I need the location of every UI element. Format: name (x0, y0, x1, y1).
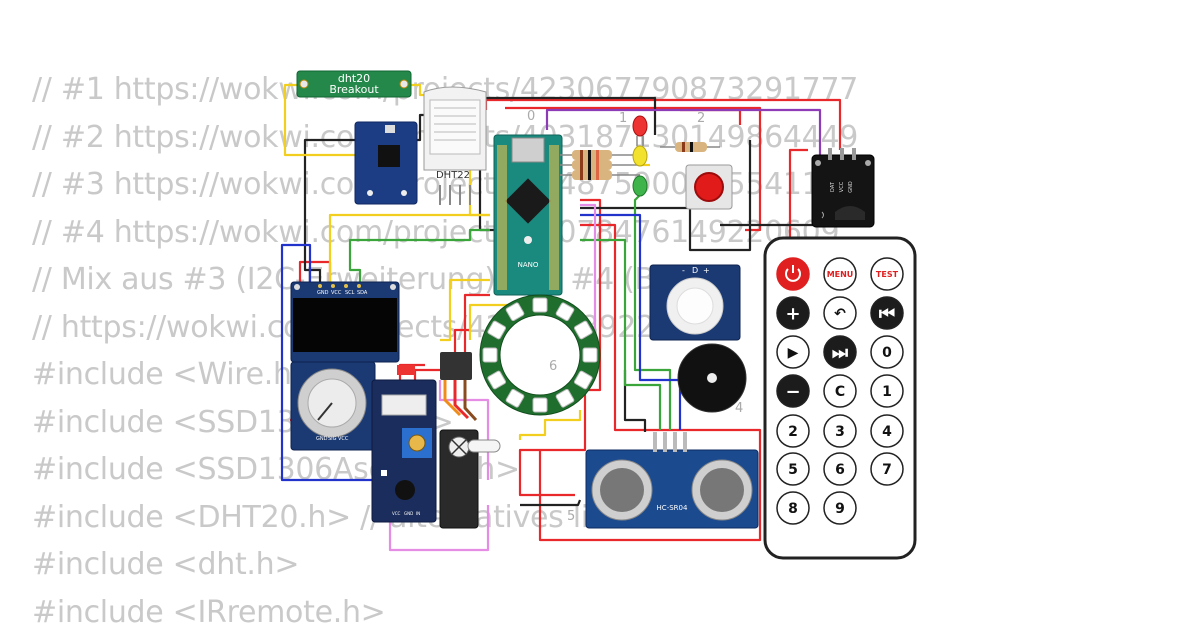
relay-pin-label: GND (404, 511, 413, 516)
push-button[interactable] (686, 165, 732, 209)
relay-pin-label: IN (416, 511, 420, 516)
pir-motion-sensor[interactable]: - D + (650, 265, 740, 340)
mpu6050-module[interactable] (355, 122, 417, 204)
one-button[interactable]: 1 (871, 375, 903, 407)
ir-pin-label: GND (848, 181, 854, 193)
play-button[interactable]: ▶ (777, 336, 809, 368)
zero-button[interactable]: 0 (871, 336, 903, 368)
plus-button[interactable]: + (777, 297, 809, 329)
minus-button[interactable]: − (777, 375, 809, 407)
led-red[interactable] (633, 116, 647, 146)
resistor[interactable] (560, 150, 640, 160)
two-button-label: 2 (788, 424, 798, 440)
next-button[interactable]: ⏭ (824, 336, 856, 368)
power-button-circle (777, 258, 809, 290)
dht20-breakout[interactable]: dht20 Breakout (297, 71, 411, 97)
wire-green (350, 230, 490, 282)
seven-button-label: 7 (882, 462, 892, 478)
back-button-label: ↶ (834, 306, 846, 322)
four-button[interactable]: 4 (871, 415, 903, 447)
wire-red (680, 110, 740, 125)
ir-remote[interactable]: MENU TEST + ↶ ⏮ ▶ ⏭ 0 − C 1 2 3 4 5 6 7 8 9 (765, 238, 915, 558)
ir-receiver[interactable]: DAT VCC GND (812, 148, 874, 227)
seven-button[interactable]: 7 (871, 453, 903, 485)
arduino-nano-board[interactable]: NANO (494, 135, 562, 295)
wire-black (305, 140, 360, 282)
five-button[interactable]: 5 (777, 453, 809, 485)
board-label: NANO (518, 261, 539, 269)
pir-pin-label: - (682, 266, 685, 275)
eight-button[interactable]: 8 (777, 492, 809, 524)
neopixel-led (483, 348, 497, 362)
dht22-sensor[interactable]: DHT22 (424, 87, 486, 205)
two-button[interactable]: 2 (777, 415, 809, 447)
pin-number-0: 0 (527, 109, 535, 124)
eight-button-label: 8 (788, 501, 798, 517)
pot-pin-label: VCC (338, 436, 349, 442)
six-button-label: 6 (835, 462, 845, 478)
pir-pin-label: + (703, 266, 710, 275)
menu-button[interactable]: MENU (824, 258, 856, 290)
led-green[interactable] (633, 176, 647, 196)
oled-pin-label: SDA (357, 290, 368, 296)
test-button-label: TEST (876, 270, 899, 279)
oled-pin-label: SCL (345, 290, 355, 296)
ir-pin-label: VCC (839, 181, 845, 192)
ultrasonic-sensor[interactable]: HC-SR04 (586, 432, 758, 528)
four-button-label: 4 (882, 424, 892, 440)
wire-black (520, 500, 580, 505)
nine-button[interactable]: 9 (824, 492, 856, 524)
nine-button-label: 9 (835, 501, 845, 517)
pin-number-4: 4 (735, 401, 743, 416)
play-button-label: ▶ (788, 345, 799, 361)
plus-button-label: + (785, 303, 800, 324)
neopixel-led (533, 298, 547, 312)
potentiometer[interactable]: GND SIG VCC (291, 362, 375, 450)
six-button[interactable]: 6 (824, 453, 856, 485)
c-button-label: C (835, 384, 845, 400)
prev-button-label: ⏮ (879, 303, 895, 324)
relay-pin-label: VCC (392, 511, 401, 516)
ultrasonic-label: HC-SR04 (657, 504, 688, 512)
dht20-sublabel: Breakout (329, 83, 379, 96)
back-button[interactable]: ↶ (824, 297, 856, 329)
led-yellow[interactable] (633, 146, 647, 166)
three-button[interactable]: 3 (824, 415, 856, 447)
pin-number-2: 2 (697, 111, 705, 126)
neopixel-led (583, 348, 597, 362)
pin-number-6: 6 (549, 359, 557, 374)
oled-pin-label: VCC (331, 290, 342, 296)
pot-pin-label: GND (316, 436, 328, 442)
one-button-label: 1 (882, 384, 892, 400)
pin-number-1: 1 (619, 111, 627, 126)
remote-button-grid: MENU TEST + ↶ ⏮ ▶ ⏭ 0 − C 1 2 3 4 5 6 7 8 9 (777, 258, 903, 524)
c-button[interactable]: C (824, 375, 856, 407)
oled-pin-label: GND (317, 290, 329, 296)
neopixel-led (533, 398, 547, 412)
relay-module[interactable]: VCC GND IN (372, 365, 436, 522)
power-button[interactable] (777, 258, 809, 290)
menu-button-label: MENU (827, 270, 854, 279)
pir-pin-label: D (692, 266, 698, 275)
ir-pin-label: DAT (830, 181, 836, 192)
three-button-label: 3 (835, 424, 845, 440)
dht22-label: DHT22 (436, 170, 470, 181)
next-button-label: ⏭ (832, 342, 849, 363)
resistor[interactable] (660, 142, 720, 152)
resistor[interactable] (560, 160, 640, 170)
wire-yellow (330, 215, 490, 282)
five-button-label: 5 (788, 462, 798, 478)
minus-button-label: − (785, 381, 800, 402)
wire-brown (465, 375, 476, 420)
pin-number-5: 5 (567, 509, 575, 524)
neopixel-ring[interactable] (480, 295, 600, 415)
pot-pin-label: SIG (328, 436, 337, 442)
prev-button[interactable]: ⏮ (871, 297, 903, 329)
test-button[interactable]: TEST (871, 258, 903, 290)
zero-button-label: 0 (882, 345, 892, 361)
resistor[interactable] (560, 170, 640, 180)
oled-display[interactable]: GND VCC SCL SDA (291, 282, 399, 362)
